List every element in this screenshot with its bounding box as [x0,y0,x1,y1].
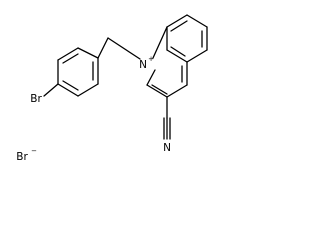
double-bond-line [62,53,79,64]
bond [146,69,156,86]
bond [97,37,109,59]
nitrogen-symbol: N [139,59,147,71]
double-bond-line [170,46,186,57]
bond [166,84,188,98]
double-bond-line [151,84,168,95]
bromide-counterion: Br − [16,147,37,163]
negative-charge: − [31,147,37,155]
methylene-linker [97,37,141,60]
quinoline-pyridinium-ring [146,26,188,98]
bond [57,47,79,61]
nitrile-nitrogen-label: N [163,142,171,154]
bond [77,47,99,59]
quinoline-benzo-ring [166,14,208,63]
bromophenyl-ring [57,47,99,97]
bond [146,84,168,98]
bond [186,49,208,63]
carbon-bromine-bond [43,83,59,97]
bromine-label: Br [30,93,42,105]
chemical-structure-diagram: N + N Br Br − [16,14,208,163]
ring-nitrogen-label: N + [139,55,154,71]
bond [166,14,188,28]
bond [166,49,188,63]
positive-charge: + [148,55,154,63]
bond [57,83,79,97]
double-bond-line [62,80,79,91]
bond [152,26,168,59]
nitrile-group [163,96,171,140]
bond [77,83,99,97]
bond [107,37,141,60]
bromide-symbol: Br [16,151,28,163]
bond [186,14,208,28]
double-bond-line [170,20,188,32]
